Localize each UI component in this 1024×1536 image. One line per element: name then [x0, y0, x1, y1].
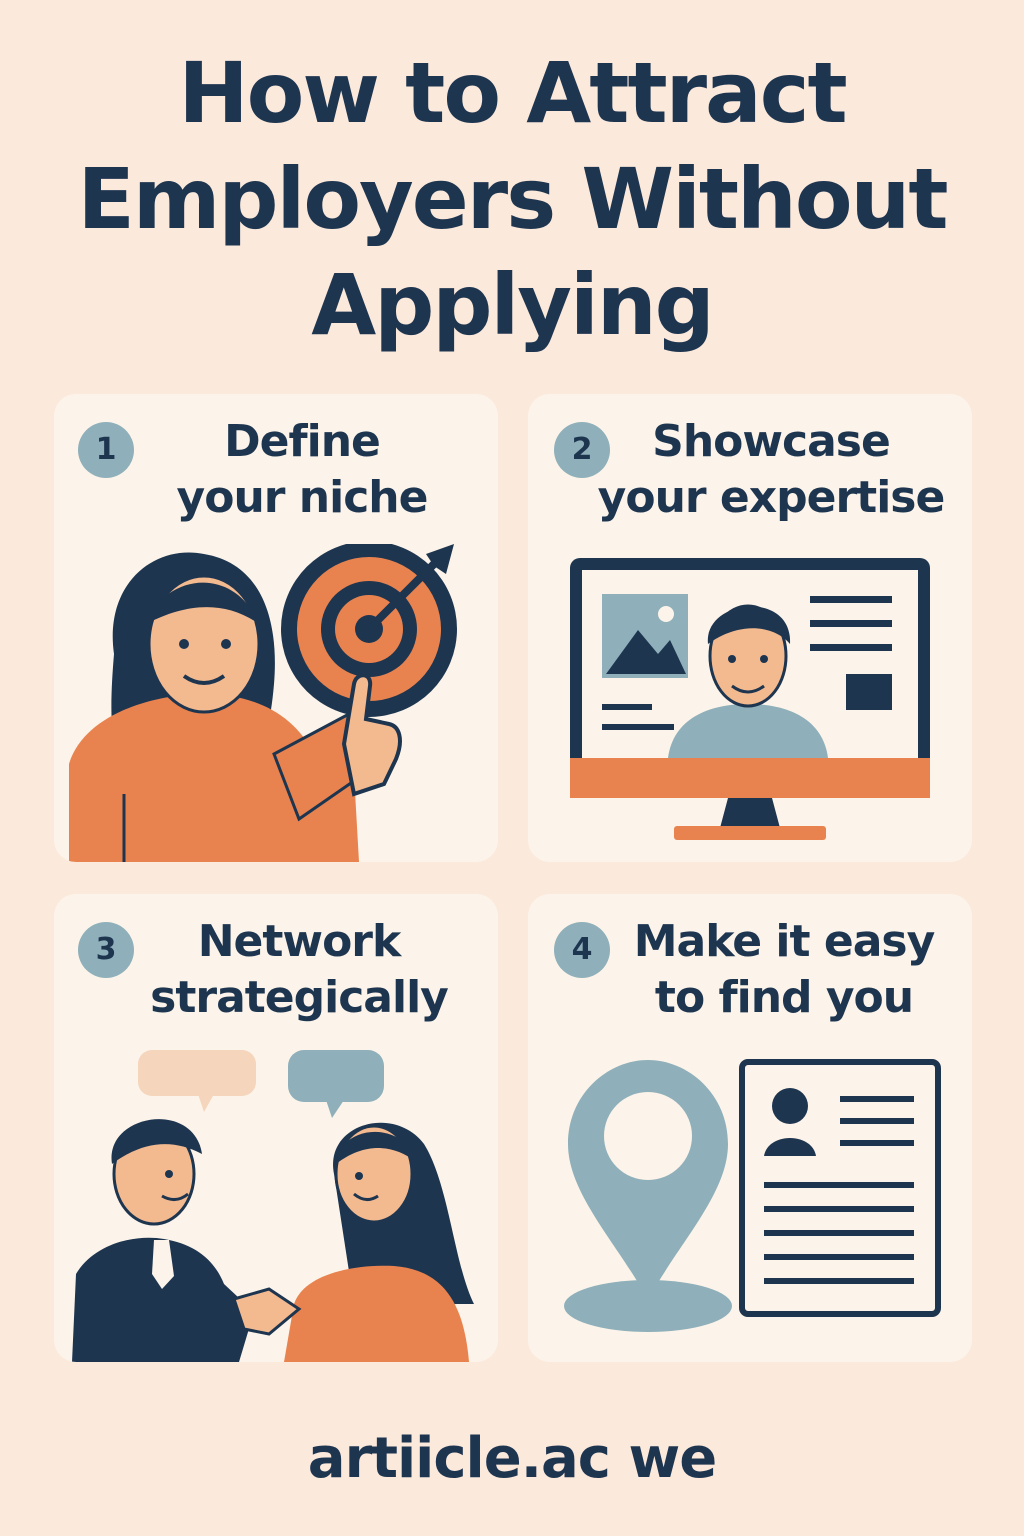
step-badge-2: 2: [554, 422, 610, 478]
step-title-4: Make it easy to find you: [614, 914, 954, 1026]
woman-pointing-target-icon: [69, 544, 457, 862]
step-card-2: 2 Showcase your expertise: [528, 394, 972, 862]
step-title-1: Define your niche: [152, 414, 452, 526]
title-line-1: How to Attract: [178, 44, 847, 142]
monitor-profile-icon: [570, 558, 930, 840]
step-title-2-line-2: your expertise: [597, 472, 946, 523]
title-line-3: Applying: [311, 256, 715, 354]
step-title-3-line-1: Network: [197, 916, 402, 967]
step-title-4-line-2: to find you: [654, 972, 914, 1023]
step-card-3: 3 Network strategically: [54, 894, 498, 1362]
title-line-2: Employers Without: [77, 150, 949, 248]
step-badge-3: 3: [78, 922, 134, 978]
step-title-1-line-2: your niche: [176, 472, 429, 523]
page-title: How to Attract Employers Without Applyin…: [0, 40, 1024, 358]
step-badge-1: 1: [78, 422, 134, 478]
step-title-3: Network strategically: [114, 914, 484, 1026]
step-card-4: 4 Make it easy to find you: [528, 894, 972, 1362]
handshake-people-icon: [72, 1050, 474, 1362]
step-title-4-line-1: Make it easy: [633, 916, 936, 967]
step-title-3-line-2: strategically: [150, 972, 449, 1023]
step-badge-4: 4: [554, 922, 610, 978]
step-card-1: 1 Define your niche: [54, 394, 498, 862]
step-title-2-line-1: Showcase: [652, 416, 891, 467]
footer-site-name: artiicle.ac we: [307, 1426, 717, 1491]
step-title-2: Showcase your expertise: [596, 414, 946, 526]
step-title-1-line-1: Define: [224, 416, 381, 467]
location-pin-resume-icon: [564, 1059, 941, 1332]
